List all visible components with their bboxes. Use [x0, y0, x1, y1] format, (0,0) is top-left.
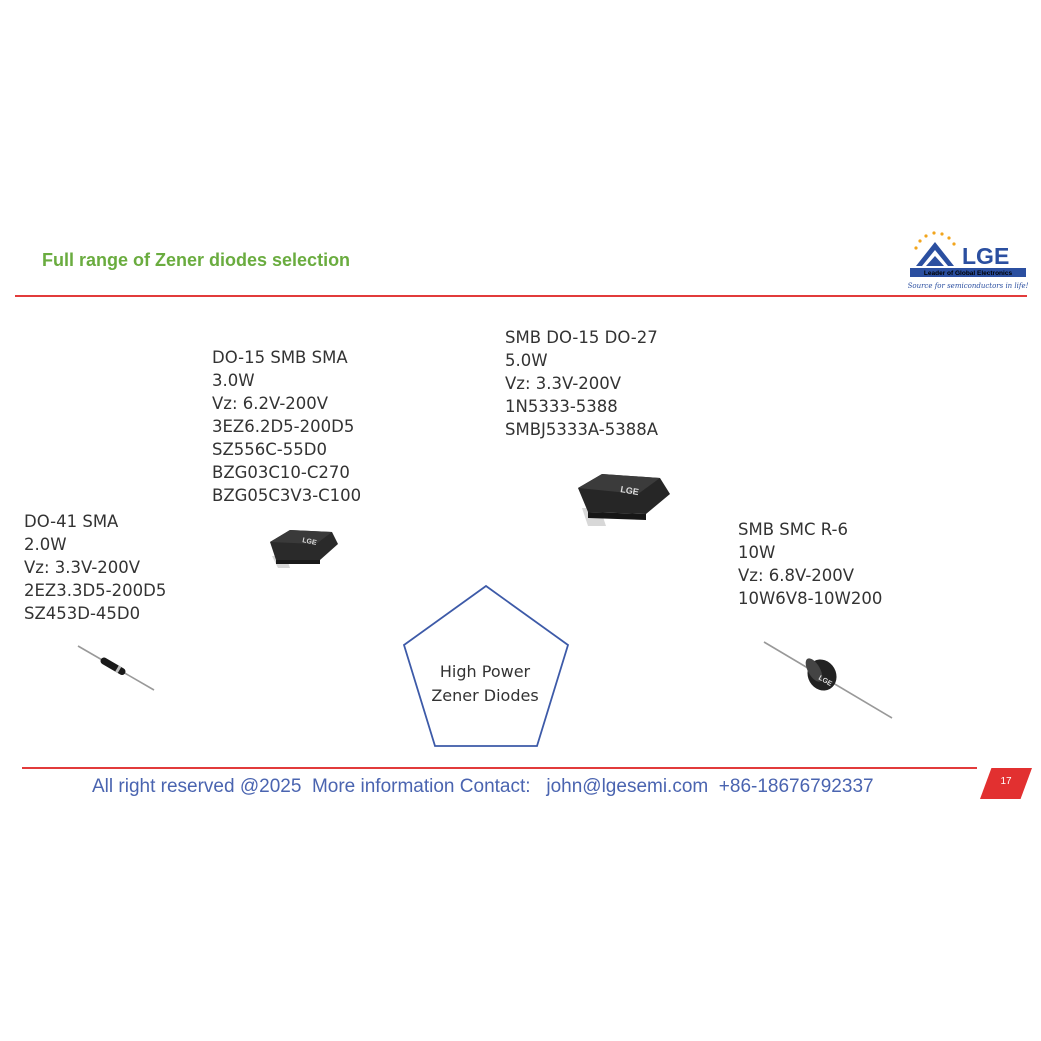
spec-block-smb5w: SMB DO-15 DO-27 5.0W Vz: 3.3V-200V 1N533…: [505, 326, 658, 441]
spec-line: Vz: 6.2V-200V: [212, 394, 329, 413]
spec-line: 10W6V8-10W200: [738, 589, 883, 608]
spec-line: BZG05C3V3-C100: [212, 486, 362, 505]
spec-line: SMB DO-15 DO-27: [505, 328, 658, 347]
spec-line: 2.0W: [24, 535, 67, 554]
axial-diode-r6-image: LGE: [760, 638, 896, 722]
footer-divider: [22, 767, 977, 769]
spec-line: DO-15 SMB SMA: [212, 348, 348, 367]
logo-slogan: Source for semiconductors in life!: [908, 282, 1028, 290]
spec-block-do15: DO-15 SMB SMA 3.0W Vz: 6.2V-200V 3EZ6.2D…: [212, 346, 361, 507]
page-title: Full range of Zener diodes selection: [42, 250, 351, 270]
sma-chip-image: LGE: [266, 520, 344, 572]
spec-line: Vz: 6.8V-200V: [738, 566, 855, 585]
axial-diode-small-image: [74, 642, 158, 694]
logo-tagline: Leader of Global Electronics: [924, 270, 1013, 277]
chip-marking: LGE: [620, 484, 640, 497]
spec-block-smc10: SMB SMC R-6 10W Vz: 6.8V-200V 10W6V8-10W…: [738, 518, 882, 610]
page-number: 17: [1000, 776, 1012, 787]
spec-line: Vz: 3.3V-200V: [24, 558, 141, 577]
header-divider: [15, 295, 1027, 297]
spec-line: SZ453D-45D0: [24, 604, 141, 623]
spec-line: 1N5333-5388: [505, 397, 618, 416]
spec-line: 3EZ6.2D5-200D5: [212, 417, 355, 436]
smb-chip-image: LGE: [574, 468, 676, 532]
spec-line: SMBJ5333A-5388A: [505, 420, 659, 439]
pentagon-label: High Power Zener Diodes: [405, 660, 565, 708]
spec-line: 3.0W: [212, 371, 255, 390]
spec-line: SMB SMC R-6: [738, 520, 848, 539]
logo-wordmark: LGE: [962, 243, 1009, 269]
spec-line: 5.0W: [505, 351, 548, 370]
footer-contact: All right reserved @2025 More informatio…: [92, 776, 874, 797]
pentagon-line-2: Zener Diodes: [431, 686, 539, 705]
spec-line: SZ556C-55D0: [212, 440, 327, 459]
chip-marking: LGE: [302, 537, 318, 547]
spec-line: Vz: 3.3V-200V: [505, 374, 622, 393]
lge-logo: Leader of Global Electronics Source for …: [908, 228, 1029, 292]
spec-line: DO-41 SMA: [24, 512, 119, 531]
spec-line: 2EZ3.3D5-200D5: [24, 581, 167, 600]
spec-line: 10W: [738, 543, 776, 562]
spec-line: BZG03C10-C270: [212, 463, 350, 482]
spec-block-do41: DO-41 SMA 2.0W Vz: 3.3V-200V 2EZ3.3D5-20…: [24, 510, 166, 625]
pentagon-line-1: High Power: [439, 662, 531, 681]
pentagon-shape: [400, 582, 572, 750]
